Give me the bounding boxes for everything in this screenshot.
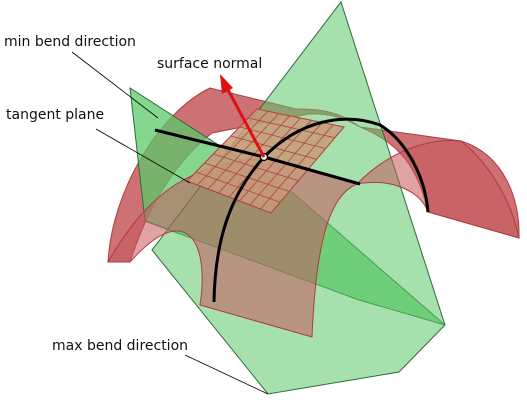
max-bend-curve <box>212 117 430 303</box>
label-max-bend: max bend direction <box>52 338 188 354</box>
label-tangent-plane: tangent plane <box>6 107 104 123</box>
leader-max-bend <box>184 354 269 395</box>
surface-front-right <box>355 140 520 239</box>
surface-normal-arrow <box>220 74 266 158</box>
label-surface-normal: surface normal <box>157 56 262 72</box>
surface-front <box>107 157 359 338</box>
leader-tangent-plane <box>95 128 191 184</box>
tangent-grid-line <box>248 117 335 139</box>
leader-min-bend <box>71 51 159 119</box>
tangent-grid-line <box>239 126 326 149</box>
label-min-bend: min bend direction <box>4 34 136 50</box>
